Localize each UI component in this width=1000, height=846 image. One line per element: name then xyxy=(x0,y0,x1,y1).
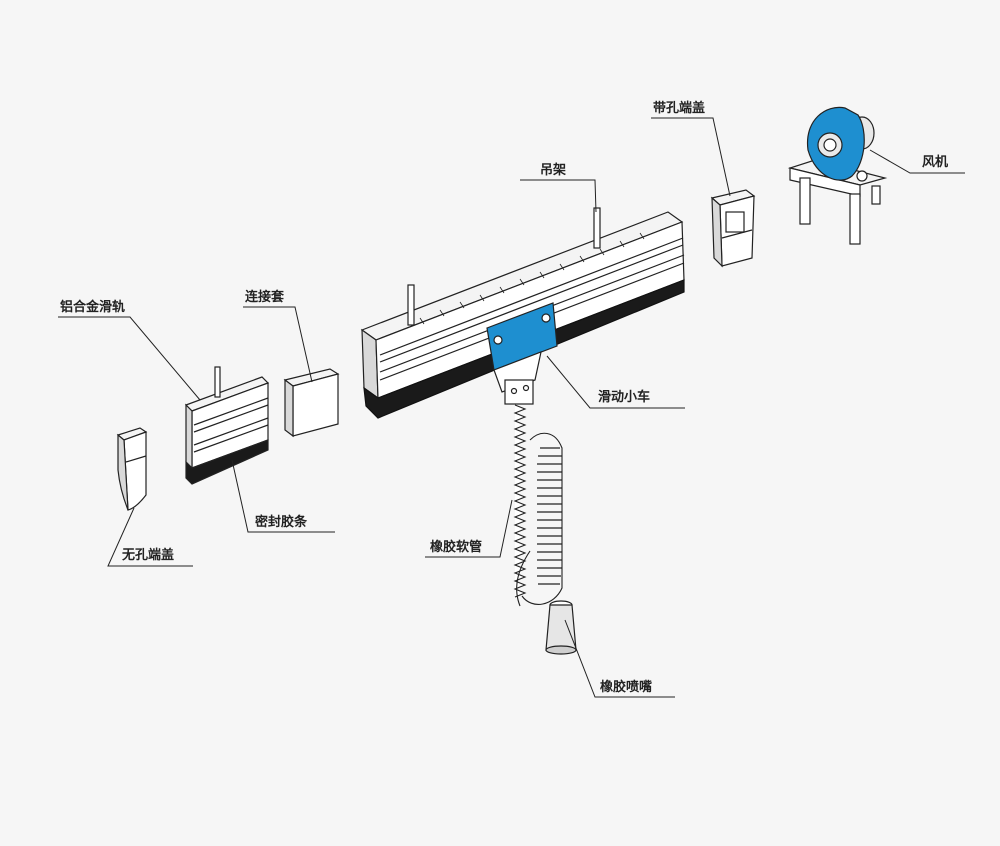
plain-end-cap xyxy=(116,427,148,511)
label-trolley: 滑动小车 xyxy=(598,390,651,405)
small-rail xyxy=(184,366,270,485)
trolley xyxy=(486,302,558,405)
label-rail: 铝合金滑轨 xyxy=(60,300,126,315)
label-seal-strip: 密封胶条 xyxy=(255,515,308,530)
hole-end-cap xyxy=(710,189,756,268)
label-nozzle: 橡胶喷嘴 xyxy=(600,680,653,695)
label-fan: 风机 xyxy=(922,155,949,170)
fan xyxy=(787,106,888,245)
label-connector: 连接套 xyxy=(245,290,285,305)
label-hanger: 吊架 xyxy=(540,163,567,178)
label-end-cap-plain: 无孔端盖 xyxy=(122,548,175,563)
connector-sleeve xyxy=(283,368,340,438)
leader-lines xyxy=(58,117,965,698)
label-end-cap-hole: 带孔端盖 xyxy=(653,101,706,116)
label-hose: 橡胶软管 xyxy=(430,540,483,555)
hose xyxy=(513,404,563,607)
nozzle xyxy=(545,600,577,655)
